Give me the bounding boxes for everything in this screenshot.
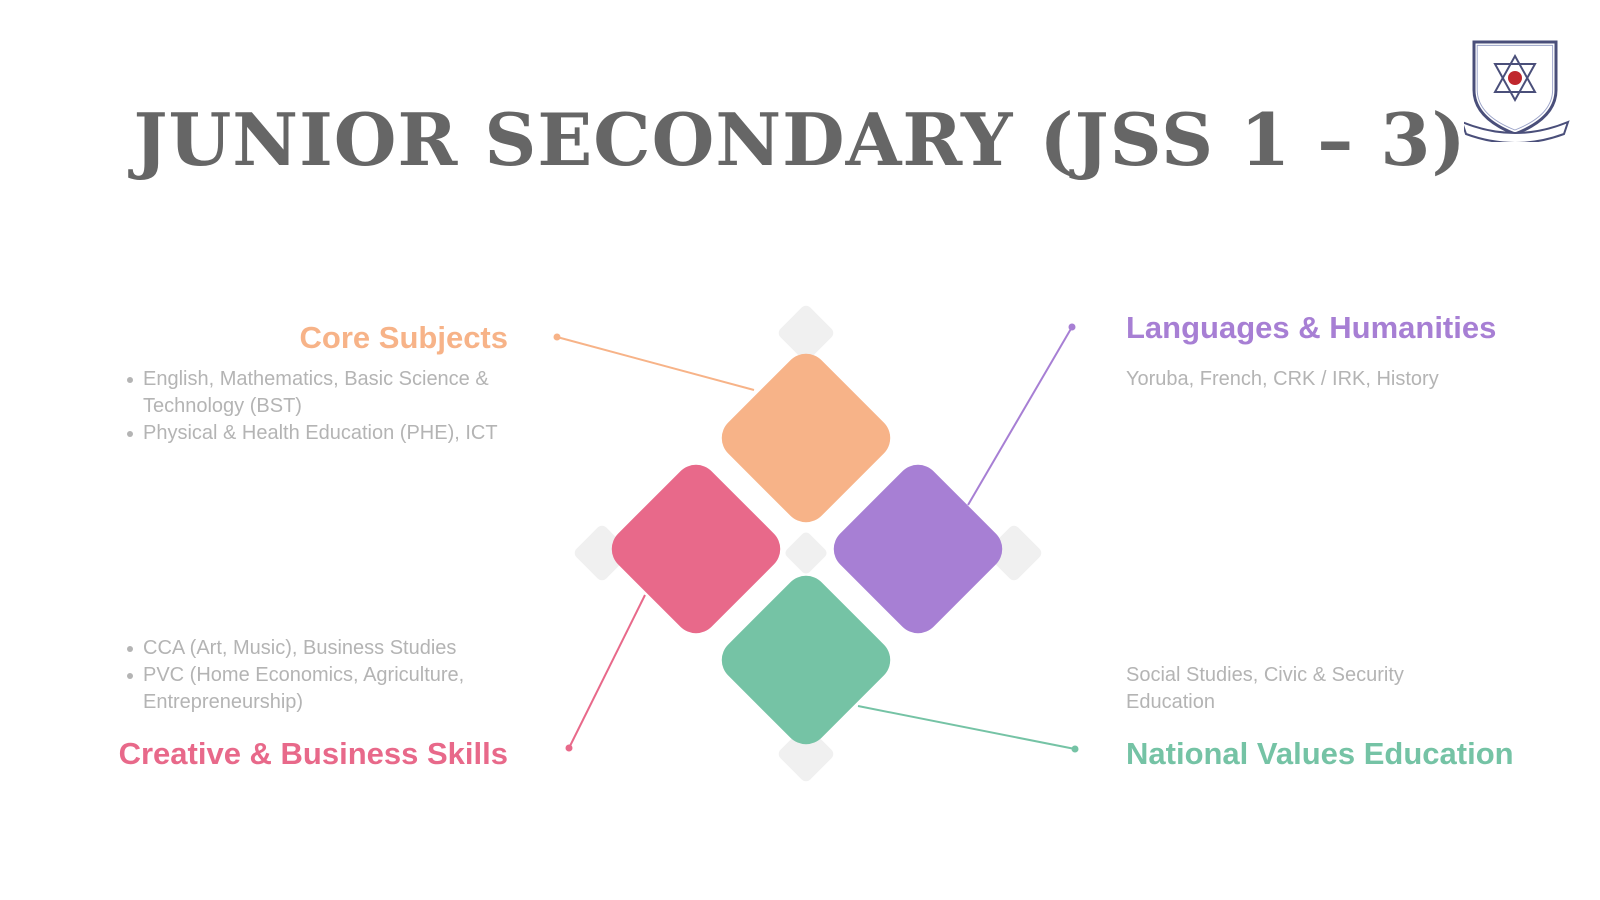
school-crest-logo <box>1464 40 1570 142</box>
creative-connector <box>568 594 646 749</box>
languages-humanities-title: Languages & Humanities <box>1126 310 1497 345</box>
national-connector-dot <box>1071 745 1079 753</box>
languages-connector-dot <box>1068 323 1076 331</box>
languages-humanities-text: Yoruba, French, CRK / IRK, History <box>1126 368 1439 390</box>
core-diamond <box>721 353 891 523</box>
creative-connector-dot <box>565 744 573 752</box>
core-subjects-title: Core Subjects <box>299 320 508 355</box>
core-connector <box>556 336 755 391</box>
national-connector <box>857 705 1076 750</box>
list-item: Physical & Health Education (PHE), ICT <box>123 420 508 447</box>
shadow-diamond-center <box>785 532 827 574</box>
list-item: English, Mathematics, Basic Science & Te… <box>123 366 508 420</box>
national-values-title: National Values Education <box>1126 736 1514 771</box>
core-subjects-list: English, Mathematics, Basic Science & Te… <box>123 366 508 447</box>
shadow-diamond-bottom <box>778 726 834 782</box>
creative-business-list: CCA (Art, Music), Business Studies PVC (… <box>123 635 508 716</box>
page-title: JUNIOR SECONDARY (JSS 1 – 3) <box>133 97 1467 182</box>
national-values-text: Social Studies, Civic & Security Educati… <box>1126 664 1404 713</box>
list-item: PVC (Home Economics, Agriculture, Entrep… <box>123 662 508 716</box>
shadow-diamond-right <box>986 525 1042 581</box>
languages-diamond <box>833 464 1003 634</box>
shadow-diamond-top <box>778 305 834 361</box>
creative-business-title: Creative & Business Skills <box>118 736 508 771</box>
languages-connector <box>967 326 1073 506</box>
list-item: CCA (Art, Music), Business Studies <box>123 635 508 662</box>
creative-diamond <box>611 464 781 634</box>
national-diamond <box>721 575 891 745</box>
shadow-diamonds <box>574 305 1042 782</box>
core-connector-dot <box>553 333 561 341</box>
